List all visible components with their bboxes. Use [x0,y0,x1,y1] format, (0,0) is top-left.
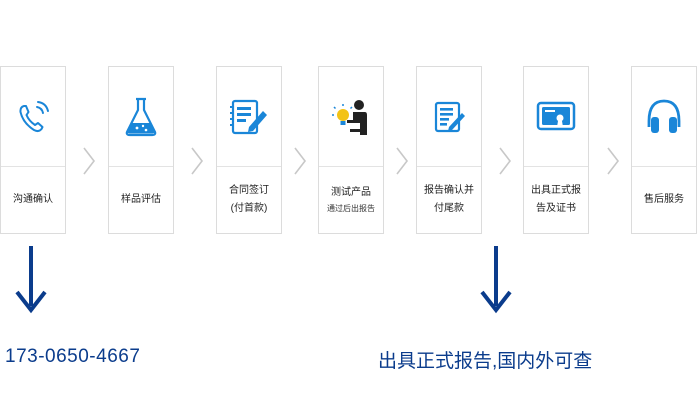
step-label-main: 合同签订 [229,185,269,196]
step-report-confirmation[interactable]: 报告确认并 付尾款 [416,66,482,234]
step-label-main: 报告确认并 [424,185,474,196]
step-sample-evaluation[interactable]: 样品评估 [108,66,174,234]
report-note: 出具正式报告,国内外可查 [378,351,593,372]
chevron-right-icon [607,147,620,175]
step-label-main: 沟通确认 [13,194,53,205]
step-label: 售后服务 [632,167,696,233]
arrow-down-icon [480,246,512,314]
step-label: 出具正式报 告及证书 [524,167,588,233]
tester-icon [319,67,383,166]
step-label-sub: 告及证书 [536,203,576,214]
step-issue-certificate[interactable]: 出具正式报 告及证书 [523,66,589,234]
step-label: 报告确认并 付尾款 [417,167,481,233]
step-label-main: 出具正式报 [531,185,581,196]
report-icon [417,67,481,166]
contact-phone[interactable]: 173-0650-4667 [5,346,141,367]
chevron-right-icon [396,147,409,175]
step-communication[interactable]: 沟通确认 [0,66,66,234]
step-label: 合同签订 (付首款) [217,167,281,233]
step-divider [1,166,65,167]
step-divider [319,166,383,167]
step-label: 样品评估 [109,167,173,233]
phone-icon [1,67,65,166]
chevron-right-icon [294,147,307,175]
step-label: 沟通确认 [1,167,65,233]
flask-icon [109,67,173,166]
step-label-sub: (付首款) [230,203,268,214]
chevron-right-icon [191,147,204,175]
step-divider [217,166,281,167]
certificate-icon [524,67,588,166]
step-divider [632,166,696,167]
step-after-sales-service[interactable]: 售后服务 [631,66,697,234]
step-label: 测试产品 通过后出报告 [319,167,383,233]
step-label-sub: 付尾款 [434,203,464,214]
step-label-main: 样品评估 [121,194,161,205]
step-label-sub: 通过后出报告 [327,204,375,213]
chevron-right-icon [83,147,96,175]
step-label-main: 售后服务 [644,194,684,205]
chevron-right-icon [499,147,512,175]
headphones-icon [632,67,696,166]
contract-icon [217,67,281,166]
step-label-main: 测试产品 [331,187,371,198]
step-divider [417,166,481,167]
step-divider [109,166,173,167]
step-product-testing[interactable]: 测试产品 通过后出报告 [318,66,384,234]
step-contract-signing[interactable]: 合同签订 (付首款) [216,66,282,234]
step-divider [524,166,588,167]
arrow-down-icon [15,246,47,314]
